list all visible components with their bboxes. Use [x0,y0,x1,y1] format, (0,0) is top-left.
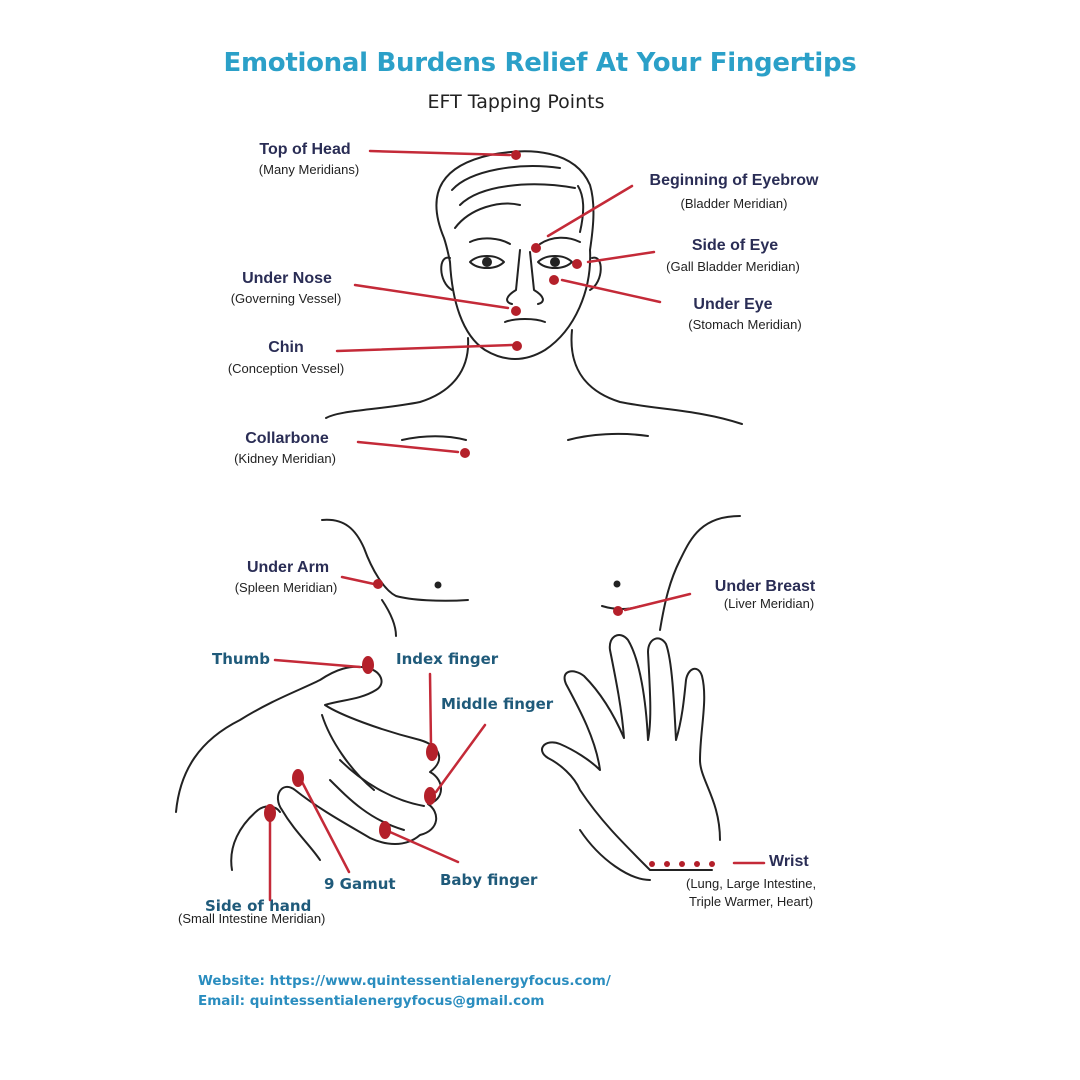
point-side-of-hand [264,804,276,822]
point-under-breast [613,606,623,616]
label-under-eye: Under Eye [693,296,773,313]
leader-middle-finger [434,723,487,794]
point-chin [512,341,522,351]
leader-chin [335,343,514,353]
point-collarbone [460,448,470,458]
point-under-eye [549,275,559,285]
footer-email[interactable]: Email: quintessentialenergyfocus@gmail.c… [198,993,545,1009]
point-side-of-eye [572,259,582,269]
leader-baby-finger [388,830,460,864]
detail-wrist: (Lung, Large Intestine, Triple Warmer, H… [686,876,817,909]
leader-9-gamut [298,776,351,874]
point-wrist-3 [679,861,685,867]
page-title: Emotional Burdens Relief At Your Fingert… [223,48,857,78]
leader-under-nose [353,283,510,310]
label-eyebrow: Beginning of Eyebrow [649,172,819,189]
leader-side-of-eye [586,250,656,264]
label-under-breast: Under Breast [714,578,816,595]
leader-under-breast [623,592,692,612]
label-under-nose: Under Nose [242,270,332,287]
label-chin: Chin [268,339,304,356]
page-subtitle: EFT Tapping Points [427,91,605,113]
label-wrist: Wrist [769,853,809,870]
detail-side-of-hand: (Small Intestine Meridian) [178,911,326,926]
point-index-finger [426,743,438,761]
label-9-gamut: 9 Gamut [324,875,396,893]
detail-chin: (Conception Vessel) [227,361,345,376]
leader-under-arm [340,575,376,586]
point-wrist-4 [694,861,700,867]
leader-thumb [273,658,362,669]
label-top-of-head: Top of Head [259,141,351,158]
detail-collarbone: (Kidney Meridian) [234,451,336,466]
point-under-arm [373,579,383,589]
detail-under-nose: (Governing Vessel) [230,291,342,306]
detail-under-arm: (Spleen Meridian) [234,580,338,595]
point-wrist-2 [664,861,670,867]
point-middle-finger [424,787,436,805]
point-9-gamut [292,769,304,787]
point-baby-finger [379,821,391,839]
leader-eyebrow [546,184,634,238]
detail-eyebrow: (Bladder Meridian) [680,196,788,211]
right-eye [537,255,573,269]
leader-index-finger [428,672,433,747]
neck-shoulders [325,329,743,425]
left-eyebrow [469,237,511,245]
label-index-finger: Index finger [396,650,499,668]
footer-website[interactable]: Website: https://www.quintessentialenerg… [198,973,611,989]
label-side-of-hand: Side of hand [205,897,312,915]
label-side-of-eye: Side of Eye [691,237,779,254]
left-fingers [329,759,425,831]
chest-right [659,515,741,631]
leader-top-of-head [368,149,512,157]
mouth [504,318,546,323]
leader-collarbone [356,440,460,454]
point-eyebrow [531,243,541,253]
point-top-of-head [511,150,521,160]
detail-top-of-head: (Many Meridians) [258,162,360,177]
hair-lines [451,165,585,233]
point-wrist-5 [709,861,715,867]
left-eye [469,255,505,269]
label-under-arm: Under Arm [246,559,330,576]
detail-under-eye: (Stomach Meridian) [688,317,802,332]
right-hand [541,634,721,881]
label-thumb: Thumb [212,650,270,668]
leader-under-eye [560,278,662,304]
detail-under-breast: (Liver Meridian) [723,596,815,611]
label-middle-finger: Middle finger [441,695,554,713]
label-collarbone: Collarbone [245,430,329,447]
point-thumb [362,656,374,674]
nose [506,249,544,305]
point-wrist-1 [649,861,655,867]
collarbone-lines [401,432,649,441]
ear-left [440,256,453,291]
point-under-nose [511,306,521,316]
label-baby-finger: Baby finger [440,871,538,889]
right-eyebrow [539,236,581,245]
chest-left-arm [381,599,397,637]
detail-side-of-eye: (Gall Bladder Meridian) [666,259,800,274]
